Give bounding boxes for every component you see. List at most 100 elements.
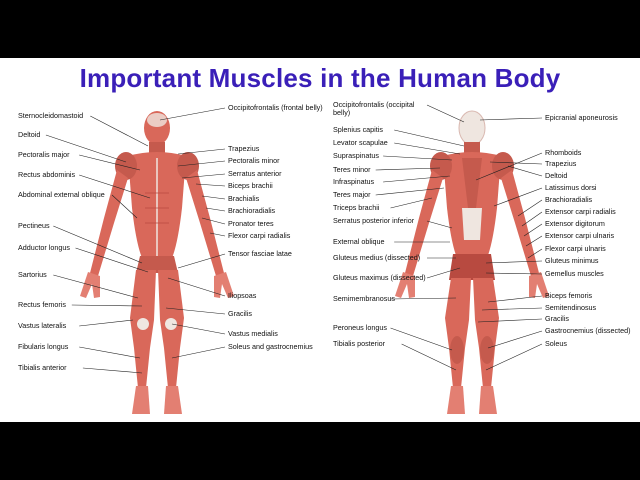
leader-line bbox=[507, 165, 543, 177]
posterior-left-labels-13: Peroneus longus bbox=[333, 323, 387, 332]
anterior-right-labels-3: Serratus anterior bbox=[228, 169, 282, 178]
posterior-left-labels-2: Levator scapulae bbox=[333, 138, 388, 147]
diagram-canvas: Important Muscles in the Human Body bbox=[0, 58, 640, 422]
anterior-right-labels-1: Trapezius bbox=[228, 144, 260, 153]
posterior-right-labels-16: Soleus bbox=[545, 339, 567, 348]
posterior-right-labels-9: Flexor carpi ulnaris bbox=[545, 244, 606, 253]
anterior-right-labels-11: Gracilis bbox=[228, 309, 252, 318]
posterior-right-labels-12: Biceps femoris bbox=[545, 291, 593, 300]
leader-line bbox=[390, 327, 453, 351]
posterior-right-labels-5: Brachioradialis bbox=[545, 195, 593, 204]
anterior-left-labels-6: Adductor longus bbox=[18, 243, 70, 252]
anterior-right-labels-7: Pronator teres bbox=[228, 219, 274, 228]
leader-line bbox=[487, 330, 543, 349]
posterior-figure bbox=[395, 110, 549, 414]
leader-line bbox=[171, 323, 226, 335]
posterior-left-labels-14: Tibialis posterior bbox=[333, 339, 386, 348]
leader-line bbox=[426, 104, 465, 123]
leader-line bbox=[527, 248, 543, 259]
leader-line bbox=[205, 207, 226, 212]
leader-line bbox=[383, 155, 453, 161]
leader-line bbox=[90, 115, 149, 147]
leader-line bbox=[177, 160, 226, 167]
leader-line bbox=[53, 225, 143, 264]
posterior-left-labels-10: Gluteus medius (dissected) bbox=[333, 253, 421, 262]
leader-line bbox=[79, 319, 134, 327]
anterior-left-labels-5: Pectineus bbox=[18, 221, 50, 230]
anterior-left-labels-3: Rectus abdominis bbox=[18, 170, 76, 179]
anterior-right-arm bbox=[90, 170, 128, 276]
posterior-head bbox=[458, 110, 486, 146]
posterior-right-leg bbox=[473, 278, 499, 388]
leader-line bbox=[390, 197, 433, 209]
anterior-right-labels-10: Iliopsoas bbox=[228, 291, 257, 300]
anterior-right-labels-4: Biceps brachii bbox=[228, 181, 273, 190]
posterior-left-labels-4: Teres minor bbox=[333, 165, 371, 174]
posterior-left-leg bbox=[445, 278, 471, 388]
anterior-left-labels-7: Sartorius bbox=[18, 270, 47, 279]
leader-line bbox=[79, 346, 141, 359]
posterior-right-labels-8: Extensor carpi ulnaris bbox=[545, 231, 615, 240]
posterior-right-labels-13: Semitendinosus bbox=[545, 303, 597, 312]
anterior-left-labels-9: Vastus lateralis bbox=[18, 321, 67, 330]
posterior-left-labels-0: Occipitofrontalis (occipital belly) bbox=[333, 100, 415, 117]
posterior-left-labels-7: Triceps brachii bbox=[333, 203, 380, 212]
anterior-right-labels-9: Tensor fasciae latae bbox=[228, 249, 292, 258]
posterior-left-labels-1: Splenius capitis bbox=[333, 125, 383, 134]
leader-line bbox=[71, 304, 143, 307]
leader-line bbox=[394, 129, 465, 147]
posterior-left-labels-9: External oblique bbox=[333, 237, 385, 246]
posterior-left-labels-8: Serratus posterior inferior bbox=[333, 216, 415, 225]
leader-line bbox=[521, 211, 543, 227]
leader-line bbox=[181, 173, 226, 179]
leader-line bbox=[375, 187, 445, 196]
posterior-right-labels-11: Gemellus muscles bbox=[545, 269, 604, 278]
leader-line bbox=[53, 274, 139, 299]
posterior-right-labels-10: Gluteus minimus bbox=[545, 256, 599, 265]
posterior-right-labels-3: Deltoid bbox=[545, 171, 568, 180]
posterior-right-labels-1: Rhomboids bbox=[545, 148, 582, 157]
leader-line bbox=[477, 318, 543, 323]
posterior-right-labels-6: Extensor carpi radialis bbox=[545, 207, 616, 216]
anterior-right-labels-6: Brachioradialis bbox=[228, 206, 276, 215]
leader-line bbox=[177, 148, 226, 155]
leader-line bbox=[426, 267, 461, 279]
leader-line bbox=[479, 117, 543, 121]
leader-line bbox=[79, 174, 151, 199]
anterior-right-labels-0: Occipitofrontalis (frontal belly) bbox=[228, 103, 323, 112]
anterior-left-arm bbox=[186, 170, 224, 276]
muscle-figures bbox=[45, 104, 549, 414]
leader-line bbox=[493, 187, 543, 207]
posterior-left-labels-11: Gluteus maximus (dissected) bbox=[333, 273, 426, 282]
anterior-right-labels-13: Soleus and gastrocnemius bbox=[228, 342, 313, 351]
leader-line bbox=[177, 253, 226, 269]
anterior-neck bbox=[149, 142, 165, 154]
leader-line bbox=[481, 307, 543, 311]
leader-line bbox=[487, 295, 543, 303]
leader-line bbox=[165, 307, 226, 315]
leader-line bbox=[485, 343, 543, 371]
anterior-left-labels-4: Abdominal external oblique bbox=[18, 190, 105, 199]
anterior-left-labels-8: Rectus femoris bbox=[18, 300, 66, 309]
leader-line bbox=[201, 195, 226, 200]
posterior-right-labels-4: Latissimus dorsi bbox=[545, 183, 597, 192]
posterior-right-labels-15: Gastrocnemius (dissected) bbox=[545, 326, 631, 335]
leader-line bbox=[195, 183, 226, 187]
leader-line bbox=[75, 247, 149, 273]
leader-line bbox=[79, 154, 141, 171]
posterior-right-labels-14: Gracilis bbox=[545, 314, 569, 323]
anterior-left-labels-11: Tibialis anterior bbox=[18, 363, 67, 372]
leader-line bbox=[426, 220, 453, 229]
leader-line bbox=[159, 107, 226, 121]
posterior-left-labels-3: Supraspinatus bbox=[333, 151, 379, 160]
anterior-left-labels-1: Deltoid bbox=[18, 130, 41, 139]
anterior-left-labels-0: Sternocleidomastoid bbox=[18, 111, 84, 120]
leader-line bbox=[523, 223, 543, 237]
anterior-right-labels-5: Brachialis bbox=[228, 194, 260, 203]
posterior-right-labels-0: Epicranial aponeurosis bbox=[545, 113, 618, 122]
posterior-right-labels-2: Trapezius bbox=[545, 159, 577, 168]
leader-line bbox=[390, 297, 457, 300]
leader-line bbox=[45, 134, 127, 163]
leader-line bbox=[485, 260, 543, 264]
posterior-right-arm bbox=[501, 170, 539, 276]
